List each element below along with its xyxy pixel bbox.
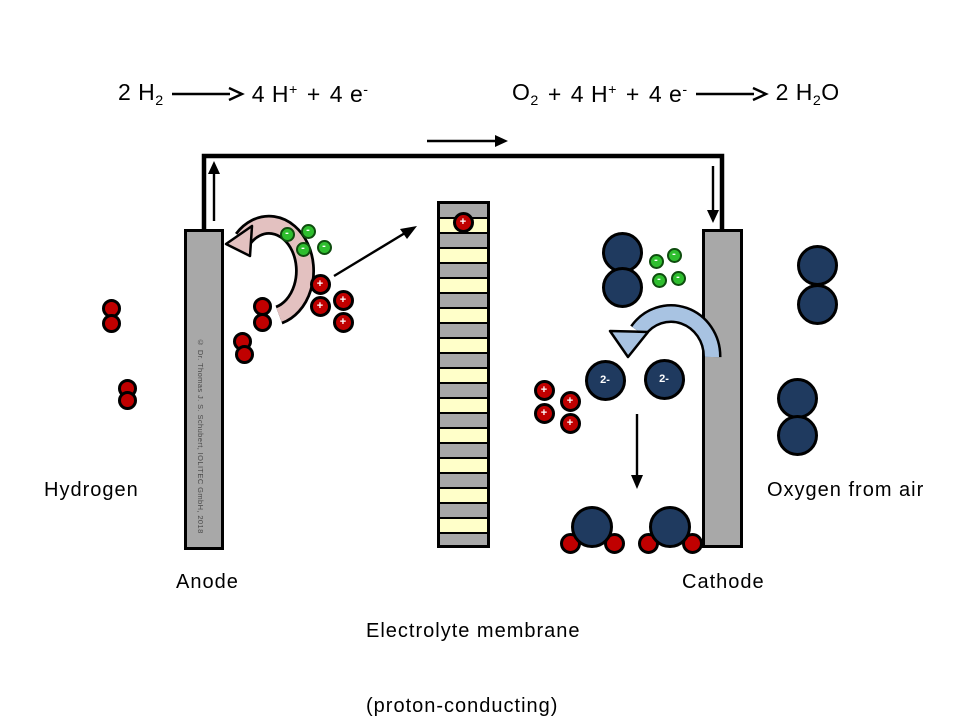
hydrogen-atom [117,378,137,398]
proton: + [533,402,555,424]
eq-text: O [821,79,840,105]
eq-text: 4 H [251,80,290,107]
hydrogen-atom [252,312,272,332]
anode-reaction-curved-arrow [224,214,315,325]
eq-subscript: 2 [155,93,164,109]
electron: - [651,272,667,288]
eq-text: 4 e [648,80,683,107]
eq-text: 4 H [570,80,609,107]
electrolyte-membrane [437,201,490,548]
water-oxygen [571,506,613,548]
electron: - [295,241,311,257]
proton: + [309,295,331,317]
hydrogen-atom [234,344,254,364]
hydrogen-label: Hydrogen [44,479,139,501]
eq-cathode-rhs: 2 H2O [776,79,840,109]
current-direction-arrow [427,135,508,147]
membrane-label-line2: (proton-conducting) [366,695,559,717]
hydrogen-atom [101,298,121,318]
oxygen-atom [796,244,838,286]
oxygen-from-air-label: Oxygen from air [767,479,925,501]
eq-text: 4 e [329,80,364,107]
reaction-arrow-icon [695,86,769,102]
proton: + [332,311,354,333]
copyright-text: © Dr. Thomas J. S. Schubert, IOLITEC Gmb… [196,338,205,534]
water-hydrogen [559,532,581,554]
eq-superscript: - [363,81,369,98]
electron: - [300,223,316,239]
eq-text: 2 H [118,79,156,105]
eq-anode-rhs2: 4 e- [330,81,369,108]
oxygen-atom [776,414,818,456]
electron-flow-down-arrow [707,166,719,223]
electron-flow-up-arrow [208,161,220,221]
proton: + [559,390,581,412]
eq-anode-lhs: 2 H2 [118,79,164,109]
proton: + [309,273,331,295]
membrane-label: Electrolyte membrane (proton-conducting) [366,569,581,720]
proton: + [332,289,354,311]
oxygen-atom [776,377,818,419]
cathode-reaction-equation: O2 + 4 H+ + 4 e- 2 H2O [512,78,840,110]
hydrogen-atom [117,390,137,410]
oxygen-atom [601,266,643,308]
eq-subscript: 2 [812,93,822,109]
oxygen-atom [796,283,838,325]
electron: - [316,239,332,255]
oxygen-atom [601,231,643,273]
cathode-electrode [702,229,743,548]
electron: - [666,247,682,263]
eq-superscript: + [289,81,298,98]
oxide-to-water-arrow [631,414,643,489]
reaction-arrow-icon [171,86,245,102]
eq-cathode-lhs2: 4 H+ [571,81,617,108]
electron: - [279,226,295,242]
membrane-label-line1: Electrolyte membrane [366,620,581,642]
hydrogen-atom [101,313,121,333]
water-hydrogen [681,532,703,554]
cathode-reaction-curved-arrow [608,304,722,359]
water-hydrogen [603,532,625,554]
electron: - [648,253,664,269]
electron: - [670,270,686,286]
oxide-ion: 2- [643,358,685,400]
hydrogen-atom [252,296,272,316]
eq-text: O [512,79,531,105]
plus-sign: + [625,80,640,107]
eq-cathode-lhs1: O2 [512,79,539,109]
oxide-ion: 2- [584,359,626,401]
plus-sign: + [306,80,321,107]
water-hydrogen [637,532,659,554]
anode-label: Anode [176,571,239,593]
hydrogen-atom [232,331,252,351]
water-oxygen [649,506,691,548]
eq-anode-rhs1: 4 H+ [252,81,298,108]
eq-subscript: 2 [530,93,539,109]
eq-superscript: + [608,81,617,98]
anode-electrode [184,229,224,550]
proton: + [559,412,581,434]
plus-sign: + [547,80,562,107]
anode-reaction-equation: 2 H2 4 H+ + 4 e- [118,78,369,110]
cathode-label: Cathode [682,571,765,593]
eq-cathode-lhs3: 4 e- [649,81,688,108]
proton-path-arrow [333,226,417,278]
proton: + [533,379,555,401]
eq-text: 2 H [775,79,813,105]
eq-superscript: - [682,81,688,98]
